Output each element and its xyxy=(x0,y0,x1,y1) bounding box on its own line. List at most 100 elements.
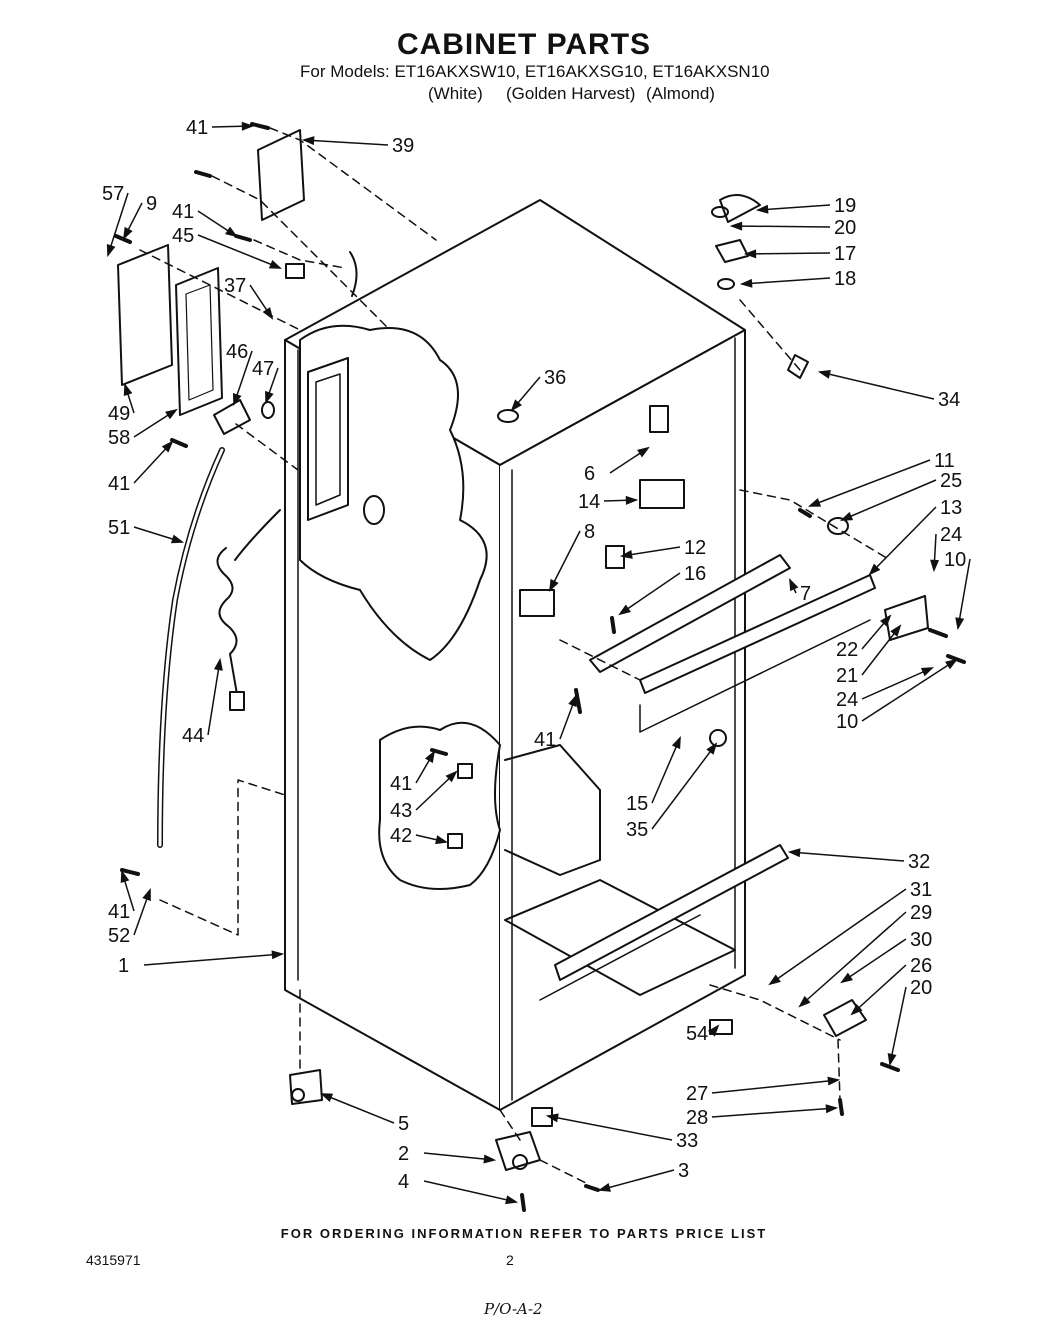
leader-arrowhead xyxy=(743,249,757,259)
part-number-label: 12 xyxy=(684,537,706,559)
part-number-label: 52 xyxy=(108,925,130,947)
part-number-label: 20 xyxy=(834,217,856,239)
cabinet-back-face xyxy=(499,329,746,1111)
top-hinge xyxy=(715,239,749,263)
leader-arrowhead xyxy=(840,972,853,984)
part-number-label: 57 xyxy=(102,183,124,205)
wire-harness xyxy=(216,509,281,701)
part-number-label: 45 xyxy=(172,225,194,247)
part-number-label: 16 xyxy=(684,563,706,585)
leader-arrowhead xyxy=(890,624,902,637)
part-number-label: 54 xyxy=(686,1023,708,1045)
top-bracket xyxy=(257,129,305,221)
hinge-plate xyxy=(519,589,555,617)
part-number-label: 7 xyxy=(800,583,811,605)
part-number-label: 9 xyxy=(146,193,157,215)
leader-arrowhead xyxy=(739,278,753,288)
side-panel-gasket xyxy=(175,267,223,416)
bottom-hinge xyxy=(823,999,867,1037)
part-number-label: 29 xyxy=(910,902,932,924)
label-leader-line xyxy=(731,225,831,228)
part-number-label: 47 xyxy=(252,358,274,380)
label-leader-line xyxy=(547,1115,673,1141)
label-leader-line xyxy=(599,1169,675,1191)
part-number-label: 36 xyxy=(544,367,566,389)
water-valve xyxy=(213,399,251,435)
leader-arrowhead xyxy=(435,835,449,845)
freezer-cutaway xyxy=(299,324,488,661)
label-leader-line xyxy=(861,667,933,700)
leader-arrowhead xyxy=(827,1076,841,1086)
leader-arrowhead xyxy=(301,136,315,146)
door-stop-bracket xyxy=(639,479,685,509)
part-number-label: 30 xyxy=(910,929,932,951)
part-number-label: 46 xyxy=(226,341,248,363)
part-number-label: 24 xyxy=(940,524,962,546)
leader-arrowhead xyxy=(618,604,631,616)
leader-arrowhead xyxy=(945,658,958,670)
leader-arrowhead xyxy=(232,392,242,407)
part-number-label: 6 xyxy=(584,463,595,485)
label-leader-line xyxy=(841,938,907,983)
part-number-label: 4 xyxy=(398,1171,409,1193)
part-number-label: 33 xyxy=(676,1130,698,1152)
leader-arrowhead xyxy=(483,1154,497,1164)
cutaway-grommet xyxy=(363,495,385,525)
part-number-label: 5 xyxy=(398,1113,409,1135)
leader-arrowhead xyxy=(825,1104,839,1114)
mullion-rail xyxy=(589,554,791,673)
label-leader-line xyxy=(651,737,681,804)
leader-arrowhead xyxy=(161,440,174,453)
label-leader-line xyxy=(711,1107,837,1118)
leader-arrowhead xyxy=(850,1003,863,1016)
bottom-rail xyxy=(554,844,789,981)
hinge-cap xyxy=(719,194,761,223)
label-leader-line xyxy=(303,139,389,146)
leader-arrowhead xyxy=(619,549,633,559)
part-number-label: 2 xyxy=(398,1143,409,1165)
side-panel xyxy=(117,244,173,386)
part-number-label: 34 xyxy=(938,389,960,411)
leader-arrowhead xyxy=(625,495,639,505)
leader-arrowhead xyxy=(120,869,130,884)
mullion-plug xyxy=(709,729,727,747)
part-number-label: 17 xyxy=(834,243,856,265)
models-line: For Models: ET16AKXSW10, ET16AKXSG10, ET… xyxy=(300,62,770,81)
leader-arrowhead xyxy=(142,887,151,902)
leader-arrowhead xyxy=(839,511,854,521)
label-leader-line xyxy=(889,986,907,1065)
part-number-label: 1 xyxy=(118,955,129,977)
part-number-label: 25 xyxy=(940,470,962,492)
part-number-label: 10 xyxy=(944,549,966,571)
part-number-label: 11 xyxy=(934,450,955,472)
part-number-label: 58 xyxy=(108,427,130,449)
center-rail xyxy=(639,574,876,694)
page-title: CABINET PARTS xyxy=(396,28,652,61)
part-number-label: 15 xyxy=(626,793,648,815)
color-almond: (Almond) xyxy=(646,84,715,103)
label-leader-line xyxy=(819,371,935,400)
part-number-label: 43 xyxy=(390,800,412,822)
label-leader-line xyxy=(861,659,957,722)
label-leader-line xyxy=(741,277,831,285)
part-number-label: 10 xyxy=(836,711,858,733)
part-number-label: 41 xyxy=(172,201,194,223)
part-number-label: 41 xyxy=(108,901,130,923)
leader-arrowhead xyxy=(262,307,274,320)
part-number-label: 41 xyxy=(108,473,130,495)
label-leader-line xyxy=(711,1079,839,1094)
leader-arrowhead xyxy=(241,121,255,131)
label-leader-line xyxy=(789,851,905,862)
leader-arrowhead xyxy=(868,563,881,576)
evaporator-housing xyxy=(504,744,601,876)
plug-button xyxy=(497,409,519,423)
leader-arrowhead xyxy=(817,369,831,379)
part-number-label: 24 xyxy=(836,689,858,711)
label-leader-line xyxy=(851,964,907,1015)
part-number-label: 39 xyxy=(392,135,414,157)
label-leader-line xyxy=(809,459,931,507)
leader-arrowhead xyxy=(265,390,274,405)
color-white: (White) xyxy=(428,84,483,103)
